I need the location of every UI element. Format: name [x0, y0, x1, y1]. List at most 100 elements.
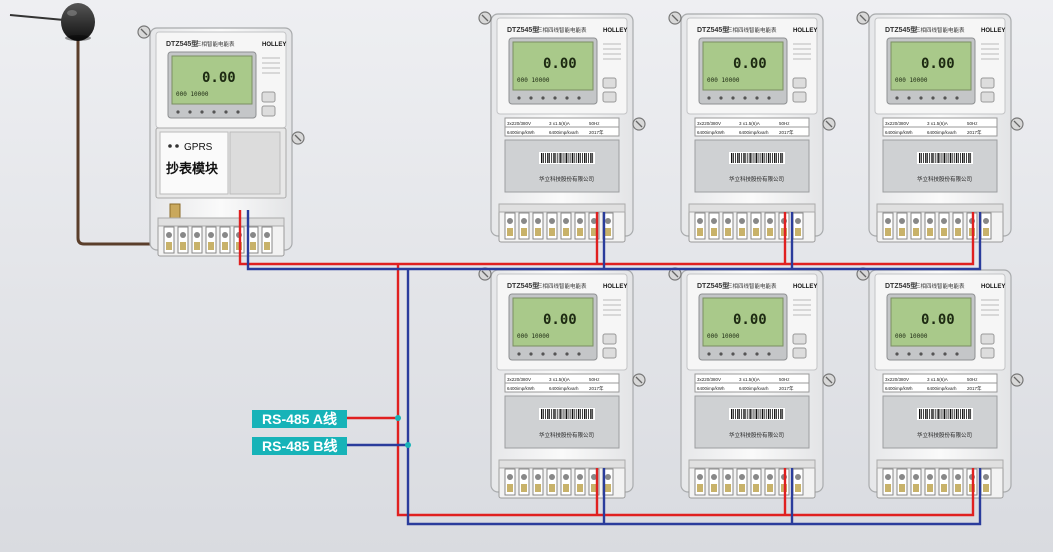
- rating-cell: 2017年: [779, 129, 794, 136]
- indicator-led: [943, 96, 947, 100]
- lcd-reading: 0.00: [543, 312, 577, 328]
- page-down-button[interactable]: [980, 347, 995, 359]
- indicator-led: [931, 96, 935, 100]
- page-down-button[interactable]: [602, 91, 617, 103]
- indicator-led: [755, 96, 759, 100]
- indicator-led: [931, 352, 935, 356]
- rating-cell: 3 x1.5(6)A: [927, 121, 948, 126]
- indicator-led: [541, 352, 545, 356]
- lcd-reading: 0.00: [733, 312, 767, 328]
- terminal-block: [498, 465, 626, 499]
- rating-cell: 2017年: [589, 385, 604, 392]
- mounting-screw: [632, 117, 646, 131]
- rating-cell: 3 x1.5(6)A: [549, 121, 570, 126]
- page-down-button[interactable]: [261, 105, 276, 117]
- rating-cell: 3x220/380V: [507, 377, 531, 382]
- brand-logo: HOLLEY: [793, 28, 817, 34]
- meter-type: 三相智能电能表: [196, 40, 235, 48]
- rating-cell: 3x220/380V: [885, 377, 909, 382]
- brand-logo: HOLLEY: [603, 284, 627, 290]
- indicator-led: [553, 96, 557, 100]
- page-up-button[interactable]: [792, 77, 807, 89]
- indicator-led: [707, 96, 711, 100]
- nameplate: [882, 139, 998, 193]
- page-up-button[interactable]: [602, 333, 617, 345]
- wire-b: [246, 210, 982, 526]
- indicator-led: [955, 352, 959, 356]
- rating-cell: 6400imp/kvarh: [927, 130, 957, 135]
- page-down-button[interactable]: [792, 91, 807, 103]
- meter-model: DTZ545型: [885, 25, 917, 34]
- lcd-screen: [171, 55, 253, 105]
- barcode: [729, 152, 785, 164]
- indicator-led: [565, 96, 569, 100]
- page-down-button[interactable]: [792, 347, 807, 359]
- page-up-button[interactable]: [980, 77, 995, 89]
- lcd-screen: [512, 297, 594, 347]
- rating-cell: 3x220/380V: [697, 377, 721, 382]
- nameplate: [882, 395, 998, 449]
- brand-logo: HOLLEY: [981, 284, 1005, 290]
- indicator-led: [212, 110, 216, 114]
- page-up-button[interactable]: [792, 333, 807, 345]
- lcd-sub: 000 10000: [707, 77, 740, 84]
- rating-cell: 6400imp/kWh: [885, 386, 913, 391]
- lcd-sub: 000 10000: [176, 91, 209, 98]
- indicator-led: [731, 96, 735, 100]
- page-up-button[interactable]: [261, 91, 276, 103]
- mounting-screw: [822, 117, 836, 131]
- page-up-button[interactable]: [980, 333, 995, 345]
- rating-cell: 2017年: [589, 129, 604, 136]
- module-name: 抄表模块: [166, 161, 219, 177]
- lcd-sub: 000 10000: [517, 77, 550, 84]
- indicator-led: [224, 110, 228, 114]
- mounting-screw: [668, 11, 682, 25]
- meter-model: DTZ545型: [507, 25, 539, 34]
- indicator-led: [907, 96, 911, 100]
- indicator-led: [755, 352, 759, 356]
- brand-logo: HOLLEY: [793, 284, 817, 290]
- indicator-led: [919, 352, 923, 356]
- terminal-block: [688, 209, 816, 243]
- manufacturer: 华立科技股份有限公司: [917, 431, 972, 439]
- indicator-led: [719, 96, 723, 100]
- rating-cell: 50Hz: [967, 377, 978, 382]
- meter-model: DTZ545型: [697, 25, 729, 34]
- lcd-sub: 000 10000: [707, 333, 740, 340]
- rs485-wiring: [238, 210, 982, 526]
- page-down-button[interactable]: [602, 347, 617, 359]
- rating-cell: 3 x1.5(6)A: [927, 377, 948, 382]
- meter-type: 三相四线智能电能表: [915, 26, 965, 34]
- rating-cell: 3x220/380V: [697, 121, 721, 126]
- indicator-led: [577, 96, 581, 100]
- rating-cell: 50Hz: [589, 121, 600, 126]
- indicator-led: [895, 96, 899, 100]
- indicator-led: [188, 110, 192, 114]
- lcd-reading: 0.00: [202, 70, 236, 86]
- junction-a: [395, 415, 401, 421]
- indicator-led: [529, 352, 533, 356]
- page-up-button[interactable]: [602, 77, 617, 89]
- meter-type: 三相四线智能电能表: [537, 282, 587, 290]
- rating-cell: 6400imp/kvarh: [927, 386, 957, 391]
- rating-cell: 6400imp/kWh: [697, 386, 725, 391]
- barcode: [539, 152, 595, 164]
- rating-cell: 6400imp/kvarh: [739, 130, 769, 135]
- page-down-button[interactable]: [980, 91, 995, 103]
- terminal-block: [876, 465, 1004, 499]
- rating-cell: 50Hz: [589, 377, 600, 382]
- indicator-led: [743, 352, 747, 356]
- rating-cell: 3x220/380V: [885, 121, 909, 126]
- rating-cell: 2017年: [779, 385, 794, 392]
- mounting-screw: [1010, 373, 1024, 387]
- manufacturer: 华立科技股份有限公司: [539, 175, 594, 183]
- meter-model: DTZ545型: [507, 281, 539, 290]
- indicator-led: [517, 96, 521, 100]
- manufacturer: 华立科技股份有限公司: [729, 431, 784, 439]
